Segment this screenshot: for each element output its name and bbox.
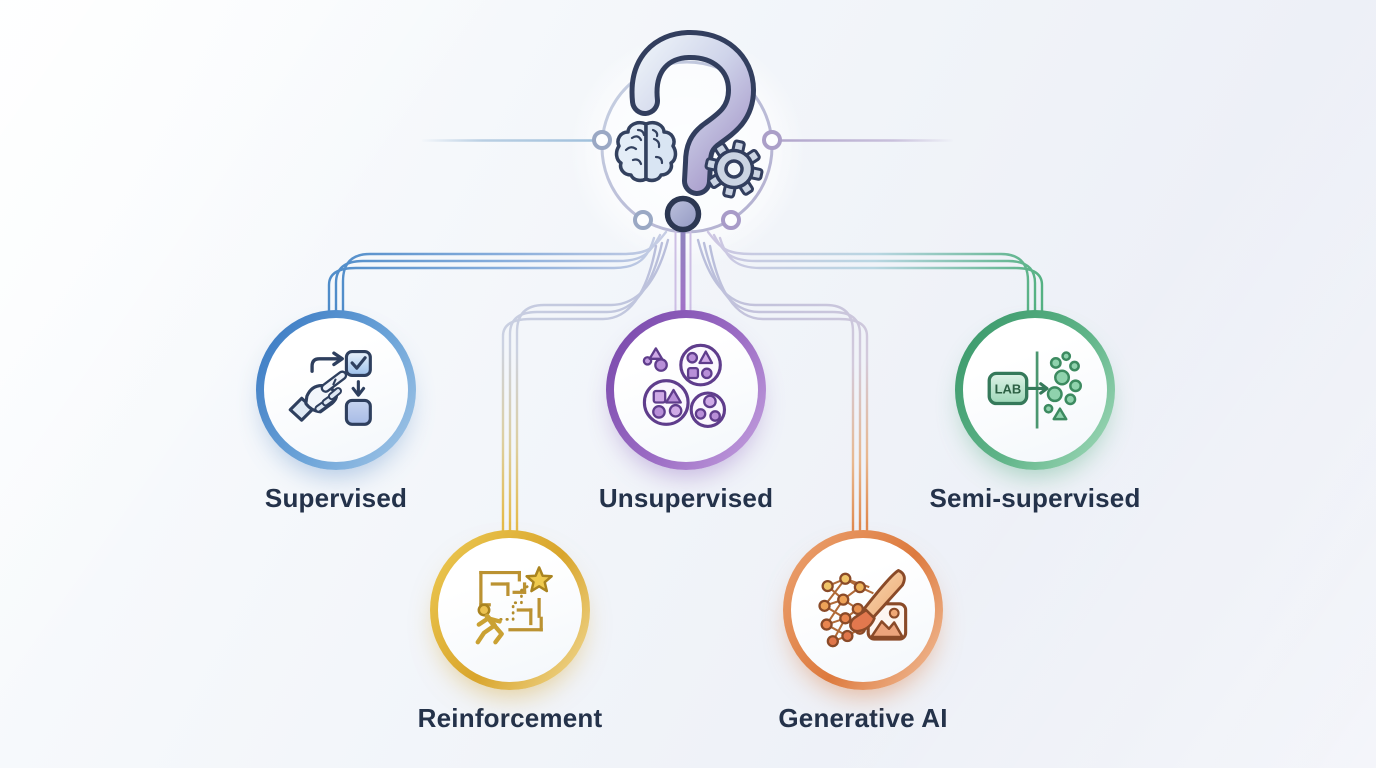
neural-net-paintbrush-icon (818, 569, 908, 648)
node-semi-supervised: LAB Semi-supervised (915, 310, 1155, 514)
connector-unsupervised (674, 225, 692, 315)
node-reinforcement-ring (430, 530, 590, 690)
robot-hand-checklist-icon (288, 349, 372, 426)
maze-runner-star-icon (475, 566, 553, 645)
ring-bottom-right (721, 210, 741, 230)
node-reinforcement-circle (438, 538, 582, 682)
label-propagation-icon: LAB (987, 351, 1083, 429)
question-mark-icon (629, 30, 757, 196)
connector-bundles (327, 225, 1044, 533)
node-unsupervised-ring (606, 310, 766, 470)
node-supervised-circle (264, 318, 408, 462)
ring-left (592, 130, 612, 150)
node-supervised-label: Supervised (264, 483, 408, 513)
ring-right (762, 130, 782, 150)
connector-reinforcement (501, 238, 670, 533)
question-dot (664, 195, 702, 233)
node-unsupervised-label: Unsupervised (598, 483, 774, 513)
node-supervised: Supervised (216, 310, 456, 514)
arc-connector-rings (592, 130, 782, 230)
node-semi-supervised-label: Semi-supervised (929, 483, 1141, 513)
connector-supervised (327, 230, 668, 313)
ring-bottom-left (633, 210, 653, 230)
gear-icon (704, 139, 764, 199)
node-generative-ai-circle (791, 538, 935, 682)
connector-semi-supervised (706, 230, 1044, 313)
node-unsupervised-circle (614, 318, 758, 462)
runner-figure (475, 603, 504, 645)
node-generative-ai-label: Generative AI (778, 703, 948, 733)
node-generative-ai: Generative AI (743, 530, 983, 734)
node-reinforcement-label: Reinforcement (417, 703, 603, 733)
paintbrush-glyph (849, 569, 906, 633)
node-reinforcement: Reinforcement (390, 530, 630, 734)
node-generative-ai-ring (783, 530, 943, 690)
node-semi-supervised-circle: LAB (963, 318, 1107, 462)
shape-clusters-icon (642, 343, 727, 428)
connector-generative (696, 238, 869, 533)
node-semi-supervised-ring: LAB (955, 310, 1115, 470)
brain-icon (614, 120, 678, 183)
node-unsupervised: Unsupervised (566, 310, 806, 514)
lab-text: LAB (995, 382, 1022, 397)
node-supervised-ring (256, 310, 416, 470)
